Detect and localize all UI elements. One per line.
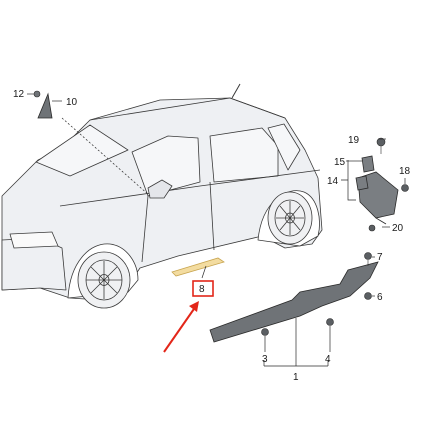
callout-1: 1 [293,372,299,383]
clip-18 [401,184,409,192]
callout-7: 7 [377,252,383,263]
screw-20 [368,224,376,232]
front-side-window [131,135,201,197]
callout-3: 3 [262,354,268,365]
car-illustration [1,97,323,301]
antenna [231,83,241,99]
callout-4: 4 [325,354,331,365]
clip-4 [326,318,334,326]
callout-10: 10 [66,97,78,108]
clip-7 [364,252,372,260]
roof-line [89,97,286,121]
headlight [9,231,59,249]
rear-wheel [267,191,313,245]
callout-19: 19 [348,135,360,146]
door-seam-rear [209,181,215,251]
callout-12: 12 [13,89,25,100]
quarter-window [267,123,301,171]
bracket-clip-14 [355,175,369,191]
highlight-box [192,280,214,297]
door-seam-front [141,195,149,263]
bracket-assembly [355,155,399,225]
callout-labels: 12 10 15 14 19 18 20 7 6 8 3 4 1 [13,89,411,383]
body-crease [59,169,321,207]
clip-3 [261,328,269,336]
callout-6: 6 [377,292,383,303]
callout-15: 15 [334,157,346,168]
sill-trim-strip [171,257,225,277]
bracket-plate [357,171,399,219]
side-mirror [147,179,173,199]
part-12-clip [33,90,41,98]
callout-14: 14 [327,176,339,187]
fasteners [261,137,409,336]
bracket-rod [375,217,387,225]
callout-20: 20 [392,223,404,234]
triangle-trim-part [37,92,53,119]
callout-18: 18 [399,166,411,177]
clip-6 [364,292,372,300]
leader-lines [27,93,406,367]
rear-side-window [209,127,279,183]
red-arrow [163,301,199,353]
front-wheel [77,251,131,309]
callout-8: 8 [199,284,205,295]
sill-panel [209,261,379,343]
windscreen [35,124,129,177]
bracket-clip-15 [361,155,375,173]
